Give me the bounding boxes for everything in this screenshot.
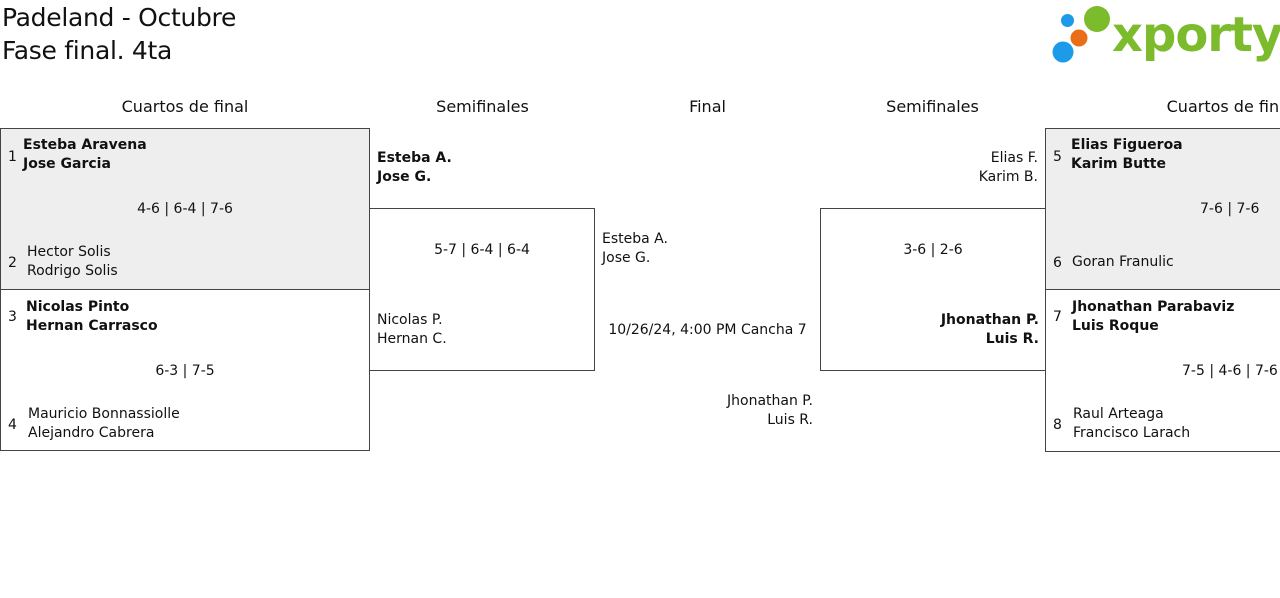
brand-wordmark: xporty [1112, 7, 1280, 63]
player-name: Rodrigo Solis [27, 263, 118, 279]
player-name: Luis Roque [1072, 318, 1159, 334]
round-header-right-qf: Cuartos de final [1166, 97, 1280, 116]
seed-number: 8 [1053, 417, 1062, 433]
seed-number: 7 [1053, 309, 1062, 325]
player-name: Jose G. [602, 250, 651, 266]
sf-left-team-bottom: Nicolas P. Hernan C. [377, 311, 447, 349]
team-winner: Elias Figueroa Karim Butte [1071, 136, 1183, 174]
match-qf-1[interactable]: 1 Esteba Aravena Jose Garcia 4-6 | 6-4 |… [0, 128, 370, 290]
match-score: 6-3 | 7-5 [155, 363, 215, 379]
team-loser: Hector Solis Rodrigo Solis [27, 243, 118, 281]
player-name: Mauricio Bonnassiolle [28, 406, 180, 422]
final-schedule[interactable]: 10/26/24, 4:00 PM Cancha 7 [608, 322, 807, 338]
player-name: Hector Solis [27, 244, 111, 260]
team-winner: Esteba Aravena Jose Garcia [23, 136, 147, 174]
final-team-bottom: Jhonathan P. Luis R. [600, 392, 813, 430]
match-sf-right[interactable]: 3-6 | 2-6 Jhonathan P. Luis R. [820, 208, 1046, 371]
player-name: Hernan C. [377, 331, 447, 347]
match-score: 5-7 | 6-4 | 6-4 [434, 242, 530, 258]
match-score: 7-6 | 7-6 [1200, 201, 1260, 217]
player-name: Nicolas Pinto [26, 299, 130, 315]
seed-number: 6 [1053, 255, 1062, 271]
match-sf-left[interactable]: 5-7 | 6-4 | 6-4 Nicolas P. Hernan C. [369, 208, 595, 371]
player-name: Jhonathan P. [940, 312, 1039, 328]
player-name: Alejandro Cabrera [28, 425, 155, 441]
sf-right-team-bottom: Jhonathan P. Luis R. [829, 311, 1039, 349]
seed-number: 1 [8, 149, 17, 165]
round-header-final: Final [689, 97, 726, 116]
team-winner: Jhonathan Parabaviz Luis Roque [1072, 298, 1234, 336]
player-name: Jhonathan Parabaviz [1072, 299, 1235, 315]
round-header-right-sf: Semifinales [886, 97, 979, 116]
player-name: Francisco Larach [1073, 425, 1191, 441]
match-qf-3[interactable]: 5 Elias Figueroa Karim Butte 7-6 | 7-6 6… [1045, 128, 1280, 290]
match-score: 3-6 | 2-6 [903, 242, 963, 258]
match-score: 4-6 | 6-4 | 7-6 [137, 201, 233, 217]
player-name: Nicolas P. [377, 312, 443, 328]
seed-number: 3 [8, 309, 17, 325]
player-name: Jhonathan P. [727, 393, 813, 409]
round-header-left-sf: Semifinales [436, 97, 529, 116]
seed-number: 5 [1053, 149, 1062, 165]
brand-dots-icon [1052, 6, 1110, 63]
player-name: Luis R. [985, 331, 1039, 347]
player-name: Karim B. [978, 169, 1038, 185]
seed-number: 2 [8, 255, 17, 271]
player-name: Jose G. [377, 169, 432, 185]
sf-right-team-top: Elias F. Karim B. [830, 149, 1038, 187]
seed-number: 4 [8, 417, 17, 433]
team-winner: Nicolas Pinto Hernan Carrasco [26, 298, 158, 336]
round-header-left-qf: Cuartos de final [121, 97, 249, 116]
player-name: Goran Franulic [1072, 254, 1174, 270]
final-team-top: Esteba A. Jose G. [602, 230, 668, 268]
player-name: Esteba A. [602, 231, 668, 247]
match-qf-2[interactable]: 3 Nicolas Pinto Hernan Carrasco 6-3 | 7-… [0, 289, 370, 451]
player-name: Jose Garcia [23, 156, 111, 172]
page-title: Padeland - Octubre [2, 3, 237, 32]
team-loser: Raul Arteaga Francisco Larach [1073, 405, 1190, 443]
team-loser: Goran Franulic [1072, 253, 1174, 272]
brand-logo[interactable]: xporty [1050, 2, 1280, 68]
match-qf-4[interactable]: 7 Jhonathan Parabaviz Luis Roque 7-5 | 4… [1045, 289, 1280, 452]
player-name: Elias F. [990, 150, 1038, 166]
player-name: Esteba Aravena [23, 137, 147, 153]
player-name: Esteba A. [377, 150, 452, 166]
match-score: 7-5 | 4-6 | 7-6 [1182, 363, 1278, 379]
player-name: Elias Figueroa [1071, 137, 1183, 153]
sf-left-team-top: Esteba A. Jose G. [377, 149, 452, 187]
page-subtitle: Fase final. 4ta [2, 36, 173, 65]
player-name: Karim Butte [1071, 156, 1166, 172]
player-name: Luis R. [767, 412, 813, 428]
player-name: Raul Arteaga [1073, 406, 1164, 422]
team-loser: Mauricio Bonnassiolle Alejandro Cabrera [28, 405, 180, 443]
player-name: Hernan Carrasco [26, 318, 158, 334]
